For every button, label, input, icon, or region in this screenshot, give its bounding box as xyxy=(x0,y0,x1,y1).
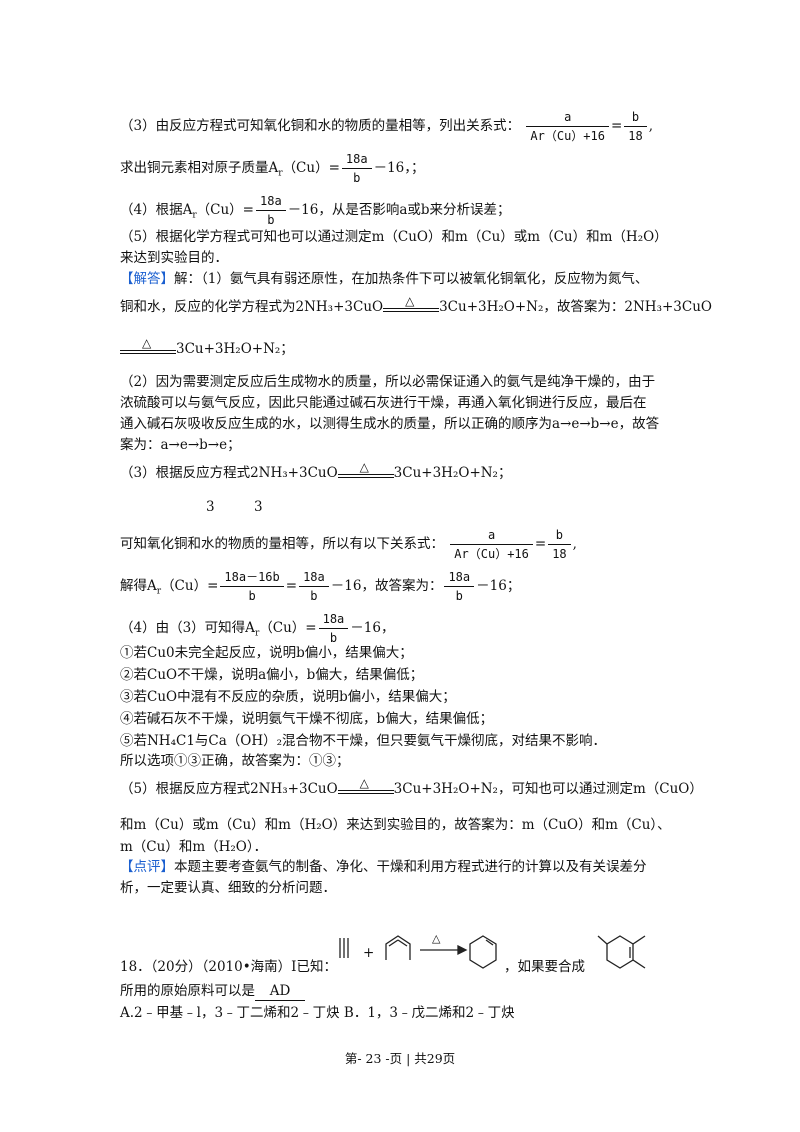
text-line: 案为：a→e→b→e； xyxy=(120,437,241,453)
options-line: A.2﹣甲基﹣l，3﹣丁二烯和2﹣丁炔 B．1，3﹣戊二烯和2﹣丁炔 xyxy=(120,1005,515,1021)
comment-tag: 【点评】 xyxy=(120,859,174,875)
text-line: （5）根据反应方程式2NH₃+3CuO△3Cu+3H₂O+N₂，可知也可以通过测… xyxy=(120,775,703,798)
text-line: ③若CuO中混有不反应的杂质，说明b偏小，结果偏大； xyxy=(120,689,456,705)
heat-arrow: △ xyxy=(337,776,394,797)
page-footer: 第- 23 -页 | 共29页 xyxy=(344,1051,456,1066)
plus-sign: + xyxy=(363,945,375,961)
text-line: ②若CuO不干燥，说明a偏小，b偏大，结果偏低； xyxy=(120,667,424,683)
text-line: 浓硫酸可以与氨气反应，因此只能通过碱石灰进行干燥，再通入氧化铜进行反应，最后在 xyxy=(120,395,647,411)
heat-arrow: △ xyxy=(120,336,176,357)
heat-arrow: △ xyxy=(337,460,394,481)
text-line: 和m（Cu）或m（Cu）和m（H₂O）来达到实验目的，故答案为：m（CuO）和m… xyxy=(120,817,671,833)
text-line: 所以选项①③正确，故答案为：①③； xyxy=(120,753,350,769)
question-18-text-2: ，如果要合成 xyxy=(504,959,585,975)
question-18-text: 18．（20分）（2010•海南）Ⅰ已知： xyxy=(120,959,338,975)
reaction-diagram xyxy=(339,935,646,969)
text-line: ⑤若NH₄C1与Ca（OH）₂混合物不干燥，但只要氨气干燥彻底，对结果不影响． xyxy=(120,733,607,749)
text-line: （3）根据反应方程式2NH₃+3CuO△3Cu+3H₂O+N₂； xyxy=(120,459,512,482)
answer-blank: AD xyxy=(255,982,305,1001)
text-line: 通入碱石灰吸收反应生成的水，以测得生成水的质量，所以正确的顺序为a→e→b→e，… xyxy=(120,416,660,432)
text-line: 析，一定要认真、细致的分析问题． xyxy=(120,880,336,896)
heat-arrow: △ xyxy=(383,294,440,315)
coefficient: 3 xyxy=(206,499,215,515)
text-line: m（Cu）和m（H₂O）． xyxy=(120,839,268,855)
text-line: （2）因为需要测定反应后生成物水的质量，所以必需保证通入的氨气是纯净干燥的，由于 xyxy=(120,374,656,390)
text-line: 【点评】本题主要考查氨气的制备、净化、干燥和利用方程式进行的计算以及有关误差分 xyxy=(120,859,647,875)
answer-tag: 【解答】 xyxy=(120,271,174,287)
text-line: 【解答】解：（1）氨气具有弱还原性，在加热条件下可以被氧化铜氧化，反应物为氮气、 xyxy=(120,271,649,287)
text-line: △3Cu+3H₂O+N₂； xyxy=(120,336,294,358)
text-line: 来达到实验目的． xyxy=(120,250,228,266)
text-line: ①若Cu0未完全起反应，说明b偏小，结果偏大； xyxy=(120,645,413,661)
coefficient: 3 xyxy=(254,499,263,515)
text-line: ④若碱石灰不干燥，说明氨气干燥不彻底，b偏大，结果偏低； xyxy=(120,711,494,727)
heat-symbol: △ xyxy=(432,932,441,945)
text-line: 铜和水，反应的化学方程式为2NH₃+3CuO△3Cu+3H₂O+N₂，故答案为：… xyxy=(120,293,712,316)
text-line: （5）根据化学方程式可知也可以通过测定m（CuO）和m（Cu）或m（Cu）和m（… xyxy=(120,229,668,245)
